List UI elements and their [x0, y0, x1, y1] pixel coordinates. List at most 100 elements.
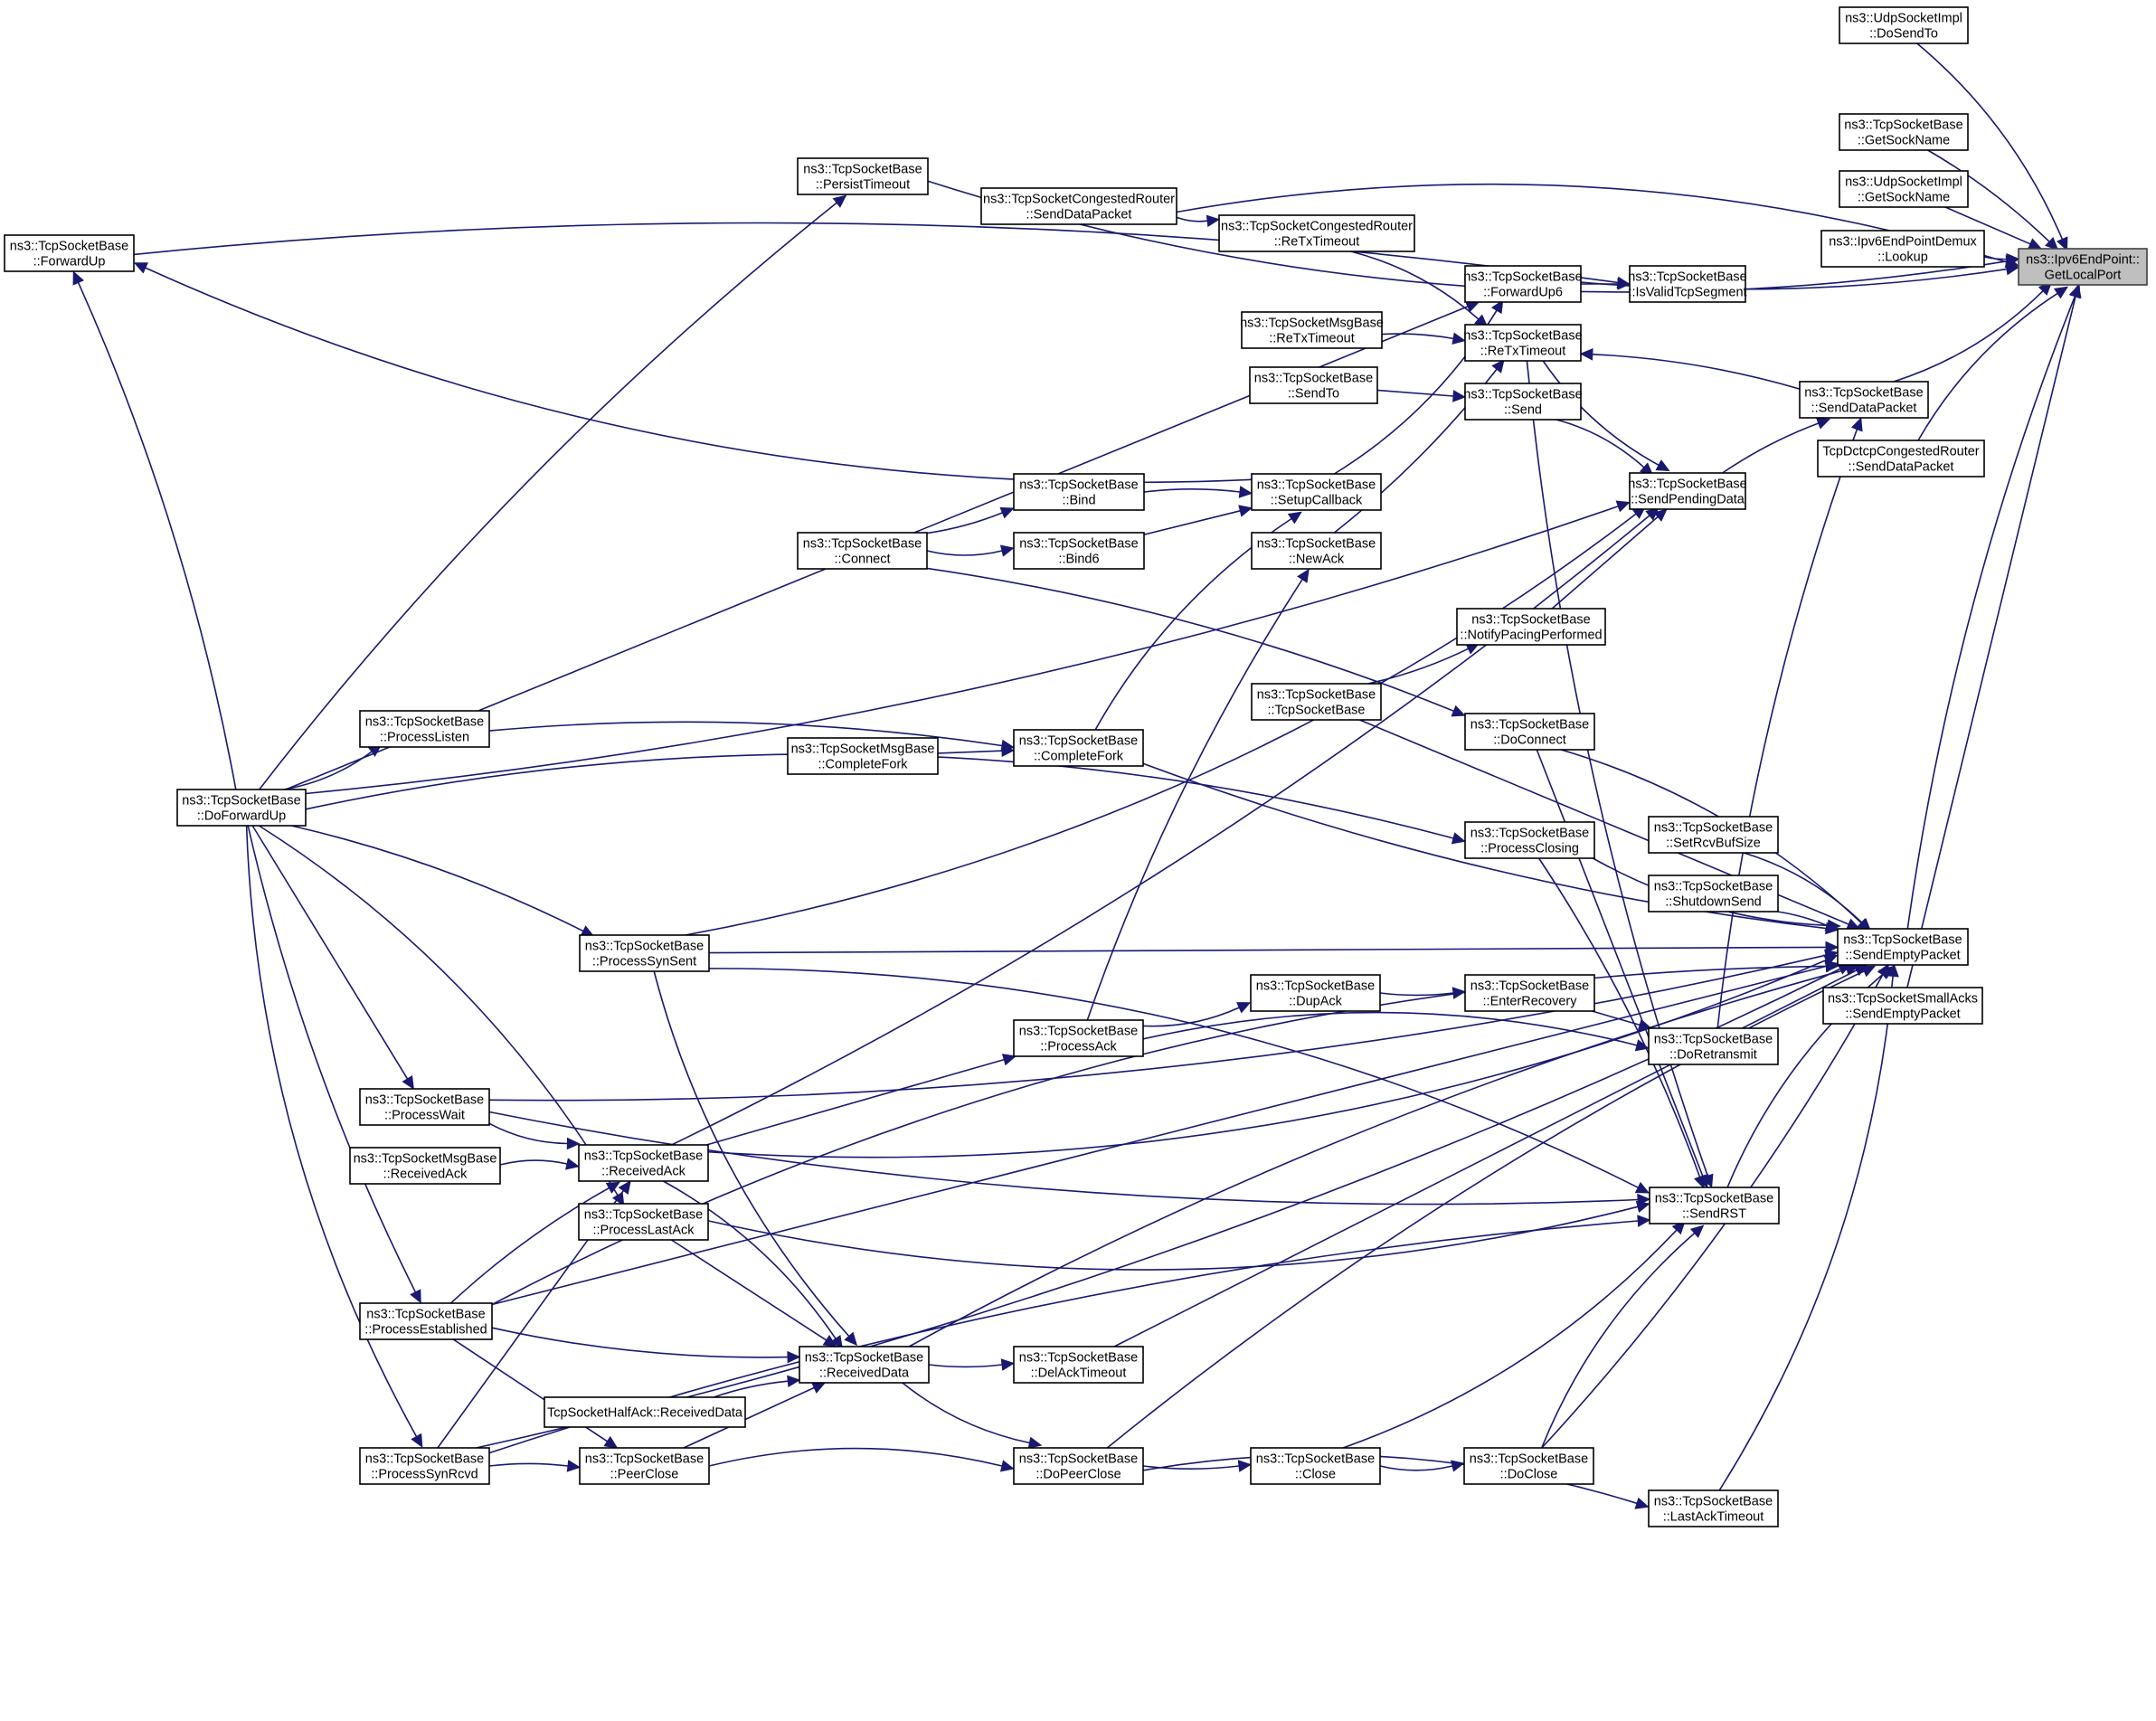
- node-set-rcv-buf-size[interactable]: ns3::TcpSocketBase::SetRcvBufSize: [1648, 816, 1779, 854]
- node-send-to[interactable]: ns3::TcpSocketBase::SendTo: [1249, 366, 1378, 404]
- arrowhead-icon: [844, 1331, 858, 1347]
- node-msg-re-tx-timeout[interactable]: ns3::TcpSocketMsgBase::ReTxTimeout: [1240, 311, 1384, 349]
- nodes-layer: ns3::Ipv6EndPoint::GetLocalPort ns3::UdpS…: [4, 6, 2148, 1527]
- node-notify-pacing-performed[interactable]: ns3::TcpSocketBase::NotifyPacingPerforme…: [1456, 608, 1606, 646]
- edge-dctcp-send-data-packet-to-get-local-port: [1917, 292, 2058, 441]
- node-label: ::ProcessSynSent: [592, 955, 696, 969]
- arrowhead-icon: [830, 1335, 843, 1349]
- node-msg-complete-fork[interactable]: ns3::TcpSocketMsgBase::CompleteFork: [787, 737, 939, 775]
- node-label: ::DoConnect: [1493, 733, 1566, 748]
- node-last-ack-timeout[interactable]: ns3::TcpSocketBase::LastAckTimeout: [1648, 1489, 1779, 1527]
- node-label: ns3::TcpSocketBase: [1628, 478, 1746, 492]
- node-label: ::SendPendingData: [1631, 493, 1745, 507]
- node-forward-up6[interactable]: ns3::TcpSocketBase::ForwardUp6: [1463, 265, 1583, 303]
- node-dup-ack[interactable]: ns3::TcpSocketBase::DupAck: [1250, 974, 1381, 1012]
- node-send-data-packet[interactable]: ns3::TcpSocketBase::SendDataPacket: [1799, 381, 1929, 419]
- node-label: ns3::TcpSocketBase: [1654, 1495, 1773, 1509]
- node-box: [1250, 974, 1381, 1012]
- node-do-retransmit[interactable]: ns3::TcpSocketBase::DoRetransmit: [1648, 1027, 1779, 1065]
- node-persist-timeout[interactable]: ns3::TcpSocketBase::PersistTimeout: [797, 157, 929, 195]
- edge-complete-fork-to-send-empty-packet: [1142, 762, 1827, 930]
- node-msg-received-ack[interactable]: ns3::TcpSocketMsgBase::ReceivedAck: [349, 1147, 501, 1185]
- node-half-ack-received-data[interactable]: TcpSocketHalfAck::ReceivedData: [544, 1396, 746, 1428]
- node-close[interactable]: ns3::TcpSocketBase::Close: [1250, 1447, 1381, 1485]
- node-udp-do-send-to[interactable]: ns3::UdpSocketImpl::DoSendTo: [1839, 6, 1969, 44]
- node-peer-close[interactable]: ns3::TcpSocketBase::PeerClose: [579, 1447, 710, 1485]
- node-label: ::Send: [1504, 403, 1542, 418]
- target-node-get-local-port[interactable]: ns3::Ipv6EndPoint::GetLocalPort: [2018, 248, 2148, 286]
- arrowhead-icon: [2069, 283, 2082, 298]
- arrowhead-icon: [1846, 918, 1861, 931]
- node-box: [1629, 265, 1746, 303]
- arrowhead-icon: [1451, 704, 1466, 717]
- node-received-data[interactable]: ns3::TcpSocketBase::ReceivedData: [799, 1346, 930, 1384]
- edge-enter-recovery-to-do-retransmit: [1592, 1010, 1641, 1026]
- node-enter-recovery[interactable]: ns3::TcpSocketBase::EnterRecovery: [1464, 974, 1595, 1012]
- node-bind[interactable]: ns3::TcpSocketBase::Bind: [1013, 473, 1145, 511]
- node-new-ack[interactable]: ns3::TcpSocketBase::NewAck: [1251, 532, 1382, 570]
- edge-received-data-to-send-empty-packet: [908, 969, 1848, 1347]
- node-process-ack[interactable]: ns3::TcpSocketBase::ProcessAck: [1013, 1019, 1144, 1057]
- node-shutdown-send[interactable]: ns3::TcpSocketBase::ShutdownSend: [1648, 875, 1779, 913]
- node-udp-get-sock-name[interactable]: ns3::UdpSocketImpl::GetSockName: [1839, 170, 1969, 208]
- node-complete-fork[interactable]: ns3::TcpSocketBase::CompleteFork: [1013, 729, 1144, 767]
- arrowhead-icon: [1491, 359, 1505, 374]
- edge-connect-to-bind6: [926, 550, 1003, 556]
- node-small-acks-send-empty-packet[interactable]: ns3::TcpSocketSmallAcks::SendEmptyPacket: [1822, 987, 1983, 1025]
- arrowhead-icon: [605, 1181, 620, 1194]
- node-process-listen[interactable]: ns3::TcpSocketBase::ProcessListen: [359, 710, 490, 748]
- node-send[interactable]: ns3::TcpSocketBase::Send: [1463, 383, 1583, 421]
- node-tcp-get-sock-name[interactable]: ns3::TcpSocketBase::GetSockName: [1839, 113, 1969, 151]
- node-label: ns3::TcpSocketBase: [1256, 1452, 1375, 1467]
- arrowhead-icon: [1860, 965, 1877, 978]
- arrowhead-icon: [1452, 390, 1467, 402]
- node-crsend-data-packet[interactable]: ns3::TcpSocketCongestedRouter::SendDataP…: [980, 187, 1177, 225]
- node-label: ::SendRST: [1682, 1207, 1746, 1222]
- node-received-ack[interactable]: ns3::TcpSocketBase::ReceivedAck: [578, 1144, 709, 1182]
- node-label: ns3::TcpSocketBase: [1628, 270, 1746, 285]
- arrowhead-icon: [1634, 1039, 1650, 1052]
- node-dctcp-send-data-packet[interactable]: TcpDctcpCongestedRouter::SendDataPacket: [1817, 440, 1985, 478]
- node-process-wait[interactable]: ns3::TcpSocketBase::ProcessWait: [359, 1088, 490, 1126]
- arrowhead-icon: [618, 1180, 631, 1195]
- arrowhead-icon: [1823, 954, 1839, 967]
- node-forward-up[interactable]: ns3::TcpSocketBase::ForwardUp: [4, 234, 135, 272]
- node-connect[interactable]: ns3::TcpSocketBase::Connect: [797, 532, 928, 570]
- node-label: ns3::TcpSocketMsgBase: [791, 742, 935, 757]
- node-send-pending-data[interactable]: ns3::TcpSocketBase::SendPendingData: [1628, 472, 1747, 510]
- node-do-close[interactable]: ns3::TcpSocketBase::DoClose: [1463, 1447, 1594, 1485]
- arrowhead-icon: [832, 194, 847, 208]
- node-label: ::ReceivedAck: [383, 1168, 468, 1182]
- node-send-rst[interactable]: ns3::TcpSocketBase::SendRST: [1649, 1187, 1780, 1225]
- node-ctor[interactable]: ns3::TcpSocketBase::TcpSocketBase: [1251, 683, 1382, 721]
- edge-send-pending-data-to-send-data-packet: [1722, 422, 1820, 474]
- node-is-valid-tcp-segment[interactable]: ns3::TcpSocketBase::IsValidTcpSegment: [1628, 265, 1747, 303]
- node-send-empty-packet[interactable]: ns3::TcpSocketBase::SendEmptyPacket: [1837, 928, 1969, 966]
- node-process-established[interactable]: ns3::TcpSocketBase::ProcessEstablished: [359, 1302, 493, 1340]
- edge-received-ack-to-process-ack: [705, 1058, 1005, 1146]
- node-do-connect[interactable]: ns3::TcpSocketBase::DoConnect: [1464, 713, 1595, 751]
- node-label: ::Bind6: [1058, 553, 1099, 567]
- node-process-last-ack[interactable]: ns3::TcpSocketBase::ProcessLastAck: [578, 1203, 709, 1241]
- node-do-forward-up[interactable]: ns3::TcpSocketBase::DoForwardUp: [176, 789, 307, 827]
- arrowhead-icon: [1297, 568, 1310, 583]
- node-setup-callback[interactable]: ns3::TcpSocketBase::SetupCallback: [1251, 473, 1382, 511]
- node-process-syn-sent[interactable]: ns3::TcpSocketBase::ProcessSynSent: [579, 934, 710, 972]
- node-bind6[interactable]: ns3::TcpSocketBase::Bind6: [1013, 532, 1145, 570]
- node-label: ns3::TcpSocketBase: [584, 1208, 703, 1223]
- arrowhead-icon: [999, 544, 1015, 557]
- node-box: [1463, 1447, 1594, 1485]
- edge-send-empty-packet-to-get-local-port: [1906, 296, 2076, 930]
- node-del-ack-timeout[interactable]: ns3::TcpSocketBase::DelAckTimeout: [1013, 1346, 1144, 1384]
- node-process-syn-rcvd[interactable]: ns3::TcpSocketBase::ProcessSynRcvd: [359, 1447, 490, 1485]
- node-label: ns3::TcpSocketBase: [1463, 329, 1582, 344]
- node-re-tx-timeout[interactable]: ns3::TcpSocketBase::ReTxTimeout: [1463, 324, 1583, 362]
- node-crre-tx-timeout[interactable]: ns3::TcpSocketCongestedRouter::ReTxTimeo…: [1218, 214, 1415, 252]
- node-do-peer-close[interactable]: ns3::TcpSocketBase::DoPeerClose: [1013, 1447, 1144, 1485]
- arrowhead-icon: [1653, 508, 1668, 522]
- node-label: ::ProcessEstablished: [364, 1323, 487, 1338]
- node-process-closing[interactable]: ns3::TcpSocketBase::ProcessClosing: [1464, 821, 1595, 859]
- node-demux-lookup[interactable]: ns3::Ipv6EndPointDemux::Lookup: [1820, 230, 1985, 268]
- edge-process-established-to-received-ack: [449, 1187, 610, 1304]
- edge-connect-to-do-connect: [926, 567, 1454, 712]
